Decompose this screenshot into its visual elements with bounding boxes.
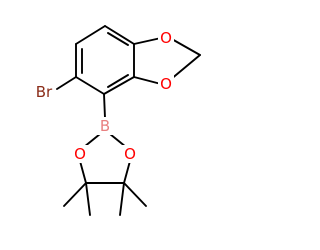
bond-ring-double-2 <box>107 32 129 46</box>
bond-b-o4 <box>109 133 127 148</box>
bond-o4-c <box>123 160 131 184</box>
bond-methyl-4 <box>119 182 125 216</box>
bond-o3-c <box>79 160 87 184</box>
bond-ring-3 <box>75 76 105 95</box>
atom-labels: Br B O O O O <box>31 29 174 163</box>
atom-o-bottom: O <box>160 75 172 93</box>
bond-c-o1 <box>133 37 162 45</box>
bond-o2-c <box>133 76 162 85</box>
bond-ring-1 <box>75 25 106 45</box>
bond-methyl-2 <box>85 182 91 216</box>
atom-o-top: O <box>160 29 172 47</box>
atom-o-left: O <box>74 145 86 163</box>
bond-c-br <box>56 76 77 90</box>
molecule-diagram: Br B O O O O <box>31 25 201 216</box>
atom-b: B <box>100 117 110 135</box>
bond-c-b <box>103 93 106 119</box>
bond-methyl-1 <box>63 182 87 207</box>
bond-o1-ch2 <box>169 37 201 56</box>
bond-ch2-o2 <box>169 54 201 81</box>
bond-ring-6 <box>104 25 135 45</box>
bond-ring-double-3 <box>107 74 129 88</box>
bond-ring-4 <box>103 76 135 95</box>
atom-br: Br <box>36 83 53 101</box>
atom-o-right: O <box>124 145 136 163</box>
structure-canvas: Br B O O O O <box>31 25 201 216</box>
bond-b-o3 <box>83 133 101 148</box>
bond-methyl-3 <box>123 182 147 207</box>
bonds <box>56 25 201 216</box>
